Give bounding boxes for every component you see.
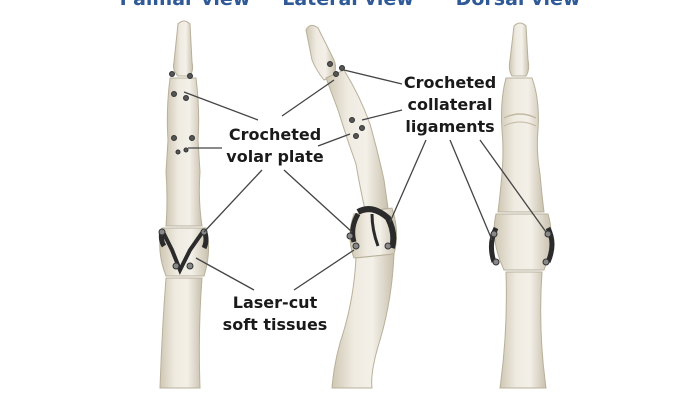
- volar-plate-label-line2: volar plate: [226, 147, 324, 166]
- lateral-finger: [305, 24, 398, 389]
- dorsal-proximal-bone: [499, 271, 547, 389]
- lateral-distal-phalanx: [305, 24, 337, 81]
- lateral-joint-hardware: [327, 61, 397, 250]
- palmar-distal-phalanx: [173, 20, 194, 77]
- palmar-middle-phalanx: [165, 77, 203, 227]
- dorsal-finger: [488, 22, 555, 389]
- collateral-ligaments-label-line2: collateral: [407, 95, 493, 114]
- collateral-ligaments-label-line3: ligaments: [405, 117, 495, 136]
- lateral-view-title: Lateral view: [282, 0, 414, 10]
- collateral-ligaments-label-line1: Crocheted: [403, 73, 497, 92]
- soft-tissues-label-line1: Laser-cut: [232, 293, 318, 312]
- soft-tissues-label: Laser-cut soft tissues: [223, 292, 328, 336]
- volar-plate-label: Crocheted volar plate: [226, 124, 323, 168]
- leader-lines: [183, 69, 547, 291]
- dorsal-joint-hardware: [488, 226, 555, 266]
- dorsal-view-title: Dorsal view: [456, 0, 581, 10]
- lateral-proximal-bone: [331, 253, 395, 389]
- palmar-joint-hardware: [158, 71, 209, 275]
- palmar-proximal-bone: [159, 277, 203, 389]
- collateral-ligaments-label: Crocheted collateral ligaments: [404, 72, 496, 138]
- palmar-finger: [158, 20, 210, 389]
- soft-tissues-label-line2: soft tissues: [222, 315, 328, 334]
- dorsal-middle-phalanx: [497, 77, 545, 213]
- volar-plate-label-line1: Crocheted: [228, 125, 322, 144]
- dorsal-distal-phalanx: [508, 22, 530, 77]
- lateral-middle-phalanx: [325, 69, 389, 215]
- palmar-view-title: Palmar view: [120, 0, 251, 10]
